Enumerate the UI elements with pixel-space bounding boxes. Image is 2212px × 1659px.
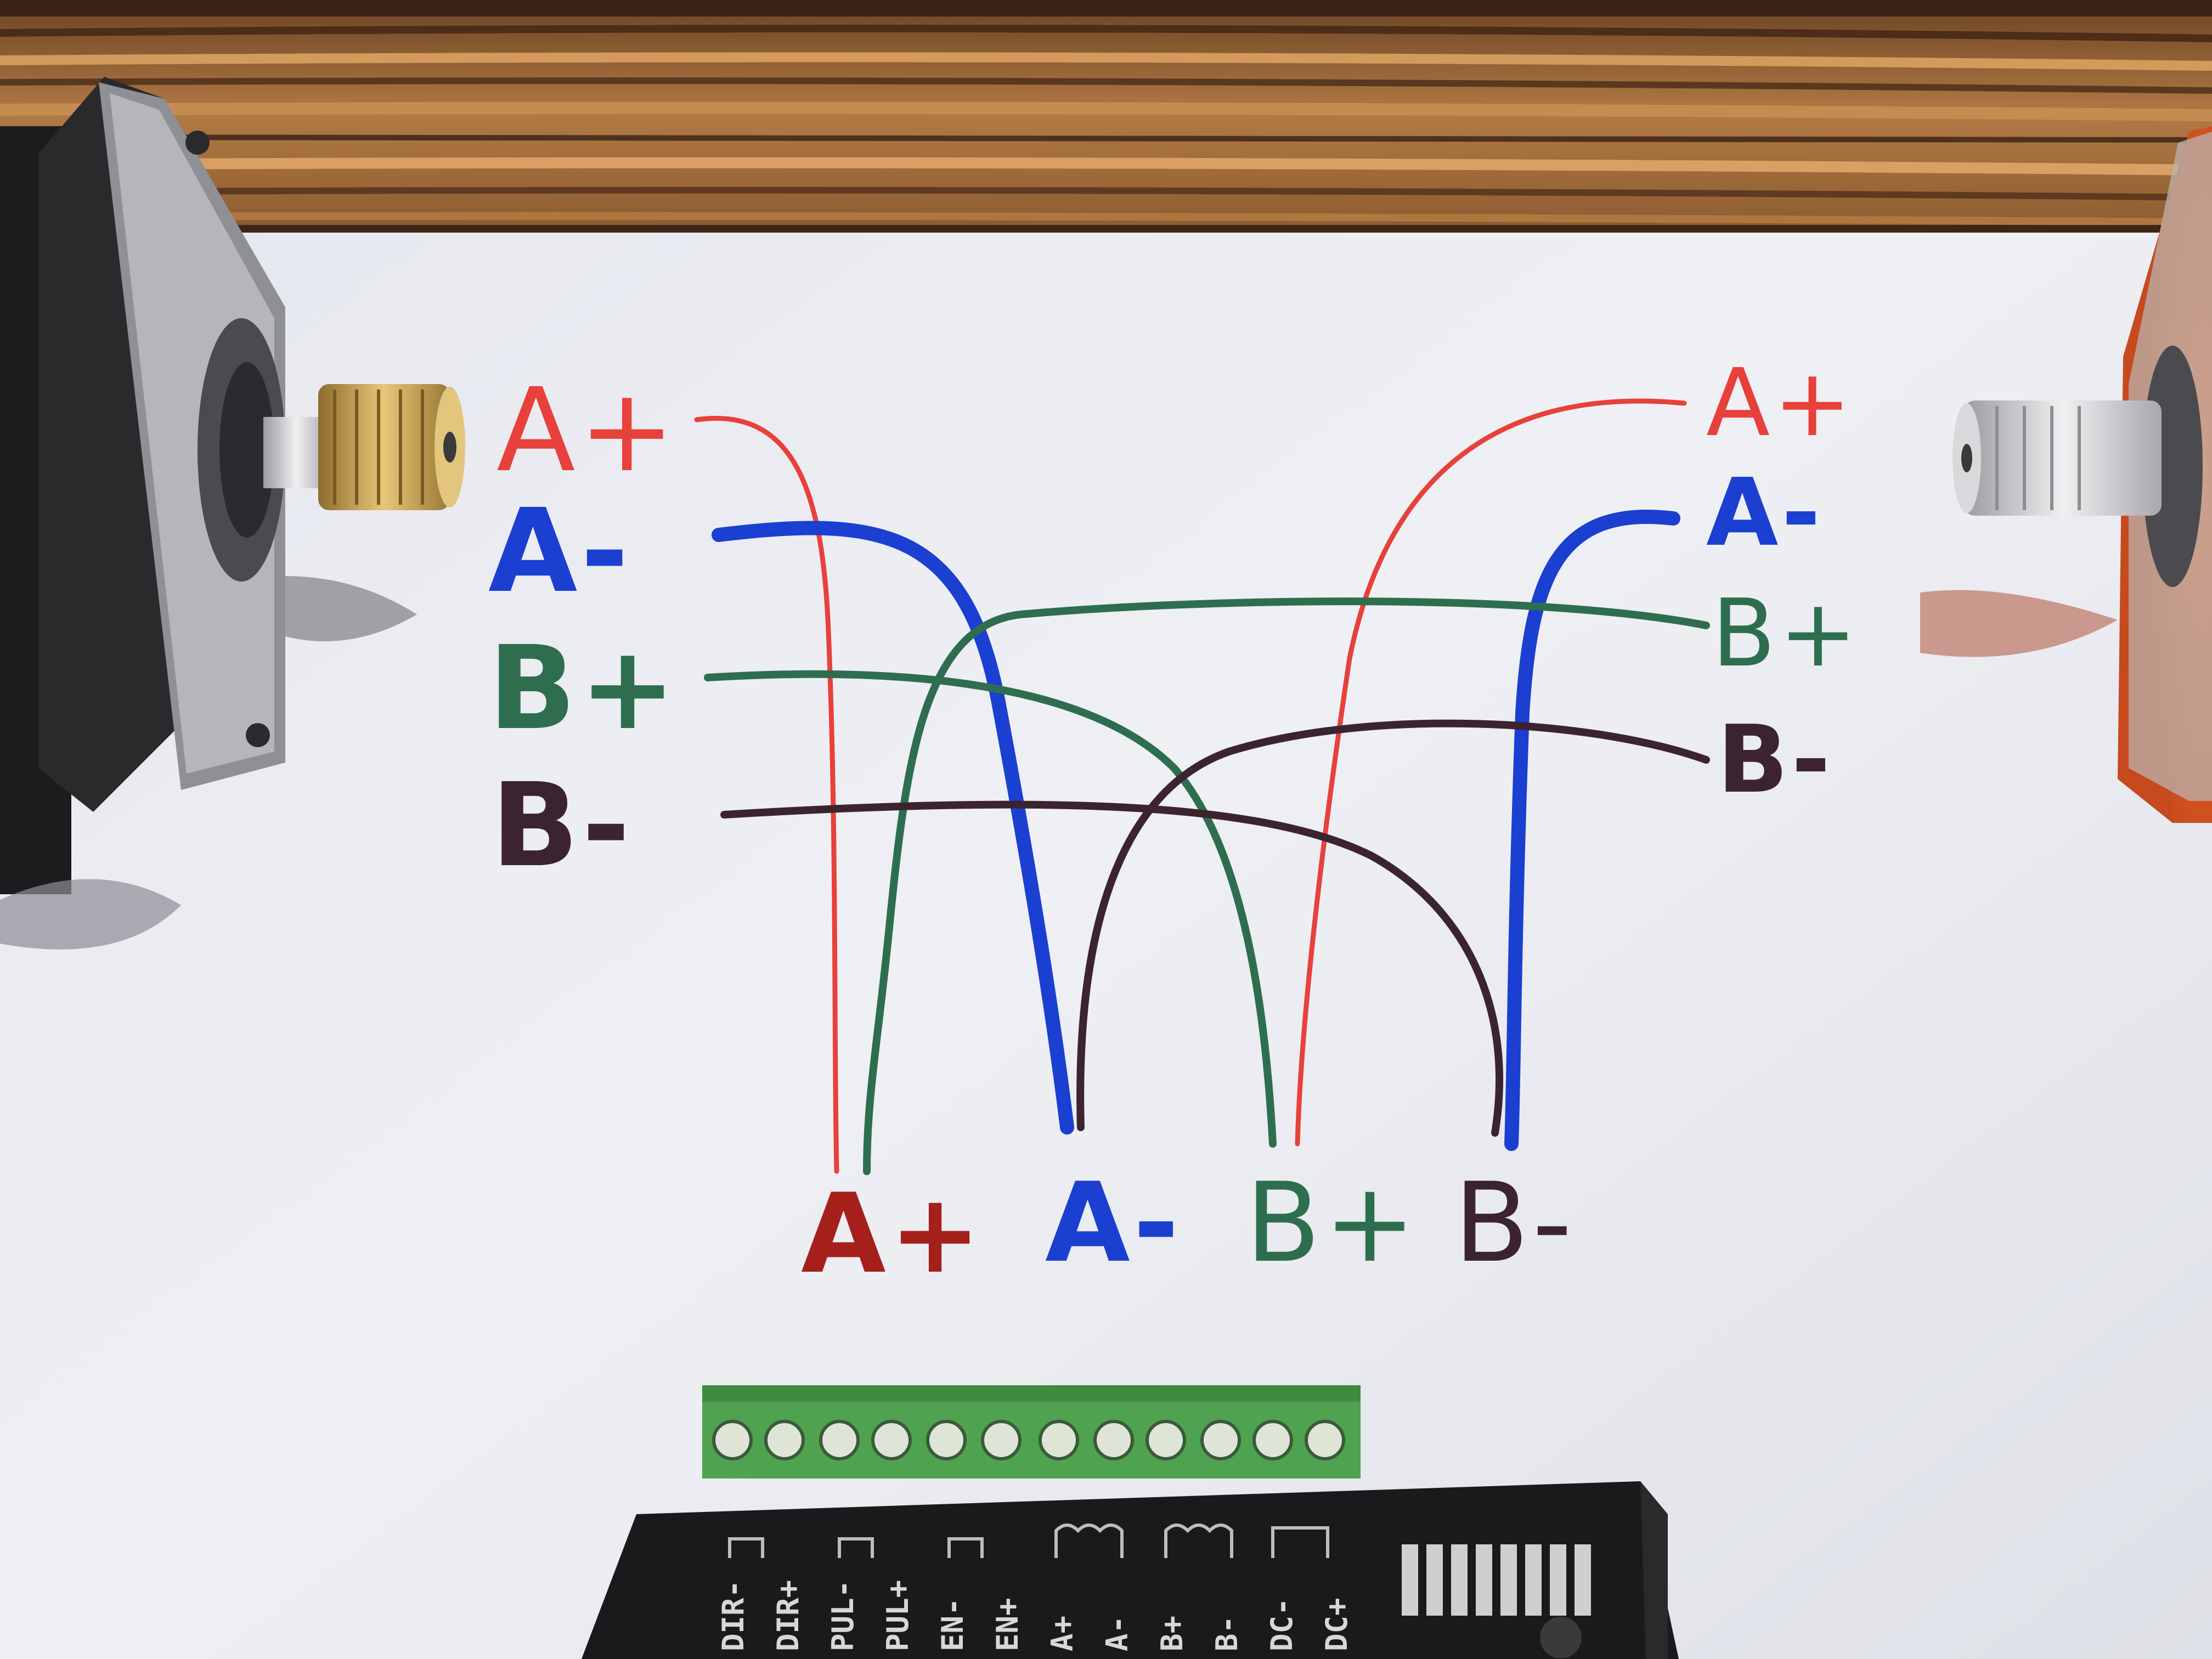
- wire-right-a-minus: [1504, 509, 1680, 1151]
- left-stepper-motor: [0, 77, 465, 950]
- dip-switch-legend: [1402, 1544, 1591, 1616]
- right-label-a-plus: A+: [1706, 349, 1855, 458]
- driver-terminal-label: DC-: [1265, 1598, 1299, 1651]
- wires: [694, 398, 1710, 1175]
- right-label-a-minus: A-: [1706, 459, 1824, 567]
- right-label-b-plus: B+: [1712, 579, 1861, 688]
- wire-right-a-plus: [1295, 398, 1687, 1147]
- left-label-b-minus: B-: [491, 758, 634, 893]
- driver-terminal-label: PUL-: [826, 1579, 860, 1651]
- wooden-board: [0, 0, 2212, 233]
- driver-terminal-label: PUL+: [881, 1579, 915, 1651]
- right-label-b-minus: B-: [1717, 706, 1834, 814]
- wire-right-b-minus: [1076, 719, 1710, 1131]
- driver-terminal-label: DIR+: [771, 1579, 805, 1651]
- driver-terminal-label: EN-: [935, 1598, 970, 1651]
- driver-symbols: [728, 1523, 1329, 1558]
- driver-terminal-label: A+: [1045, 1615, 1080, 1651]
- left-label-b-plus: B+: [488, 621, 680, 755]
- driver-terminal-label: B-: [1210, 1615, 1244, 1651]
- driver-label-b-minus: B-: [1454, 1159, 1576, 1287]
- left-label-a-plus: A+: [496, 363, 679, 498]
- driver-label-b-plus: B+: [1245, 1159, 1419, 1287]
- terminal-screws: [712, 1420, 1345, 1460]
- driver-terminal-label: DIR-: [716, 1579, 751, 1651]
- wire-right-b-plus: [863, 597, 1710, 1175]
- driver-label-a-plus: A+: [801, 1170, 985, 1298]
- stepper-driver: [582, 1385, 1679, 1659]
- wire-left-b-plus: [704, 670, 1277, 1148]
- wire-left-a-minus: [712, 521, 1074, 1135]
- driver-terminal-label: DC+: [1319, 1598, 1354, 1651]
- driver-terminal-label: A-: [1100, 1615, 1135, 1651]
- left-label-a-minus: A-: [488, 484, 632, 618]
- driver-label-a-minus: A-: [1045, 1159, 1182, 1287]
- wire-left-b-minus: [720, 800, 1504, 1137]
- right-stepper-motor: [1920, 126, 2212, 823]
- driver-terminal-label: EN+: [990, 1598, 1025, 1651]
- driver-terminal-label: B+: [1155, 1615, 1189, 1651]
